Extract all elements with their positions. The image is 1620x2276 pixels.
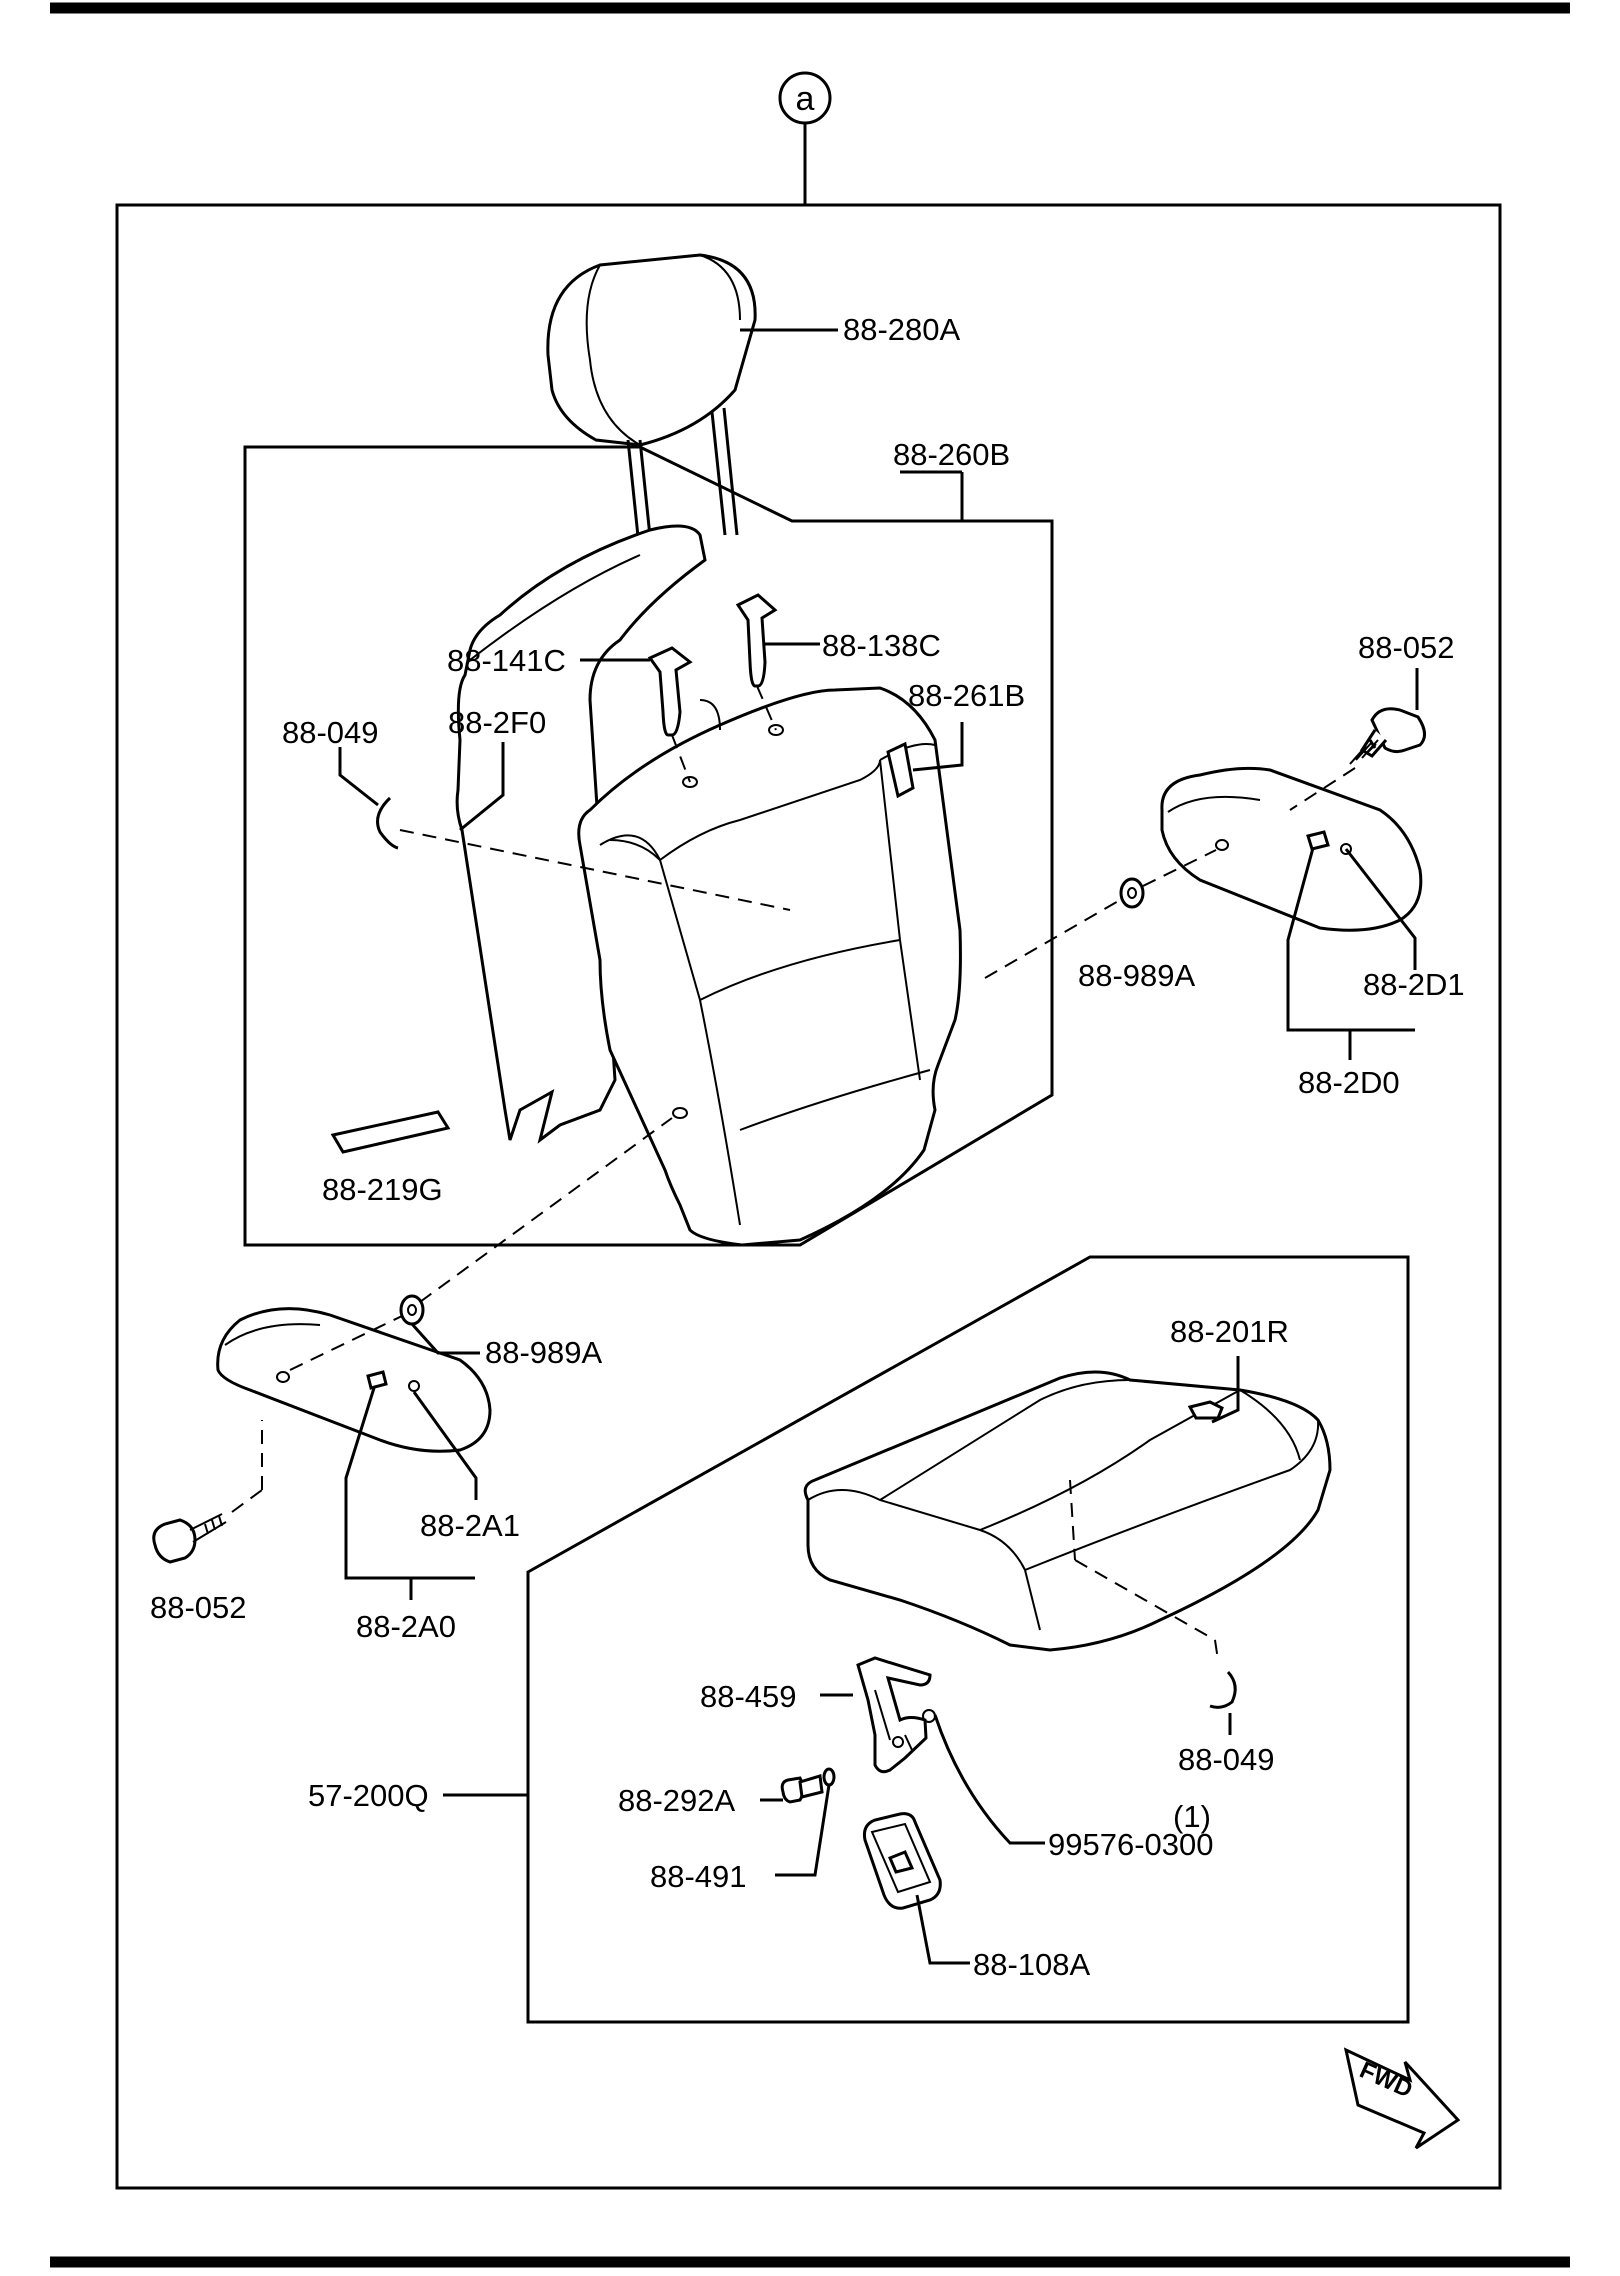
label-88-280a: 88-280A <box>843 312 961 347</box>
seat-cushion <box>803 1370 1332 1661</box>
label-88-989a-left: 88-989A <box>485 1335 603 1370</box>
headrest-guide-138c <box>735 593 778 688</box>
headrest-guide-141c <box>647 646 693 737</box>
cushion-group-frame <box>526 1255 1410 2024</box>
label-88-108a: 88-108A <box>973 1947 1091 1982</box>
cover-108a <box>863 1812 942 1910</box>
label-88-052-left: 88-052 <box>150 1590 247 1625</box>
label-88-2a0: 88-2A0 <box>356 1609 456 1644</box>
washer-989a-left <box>399 1294 425 1326</box>
washer-989a-right <box>1119 877 1145 909</box>
armrest-left <box>216 1307 492 1453</box>
outer-frame <box>115 203 1502 2190</box>
latch-bracket <box>856 1656 936 1774</box>
label-88-989a-right: 88-989A <box>1078 958 1196 993</box>
label-88-2d1: 88-2D1 <box>1363 967 1465 1002</box>
leader-lines <box>338 328 1419 1965</box>
label-88-2a1: 88-2A1 <box>420 1508 520 1543</box>
label-qty: (1) <box>1173 1799 1211 1834</box>
label-88-201r: 88-201R <box>1170 1314 1289 1349</box>
label-88-049-bottom: 88-049 <box>1178 1742 1275 1777</box>
label-88-141c: 88-141C <box>447 643 566 678</box>
clip-049-top <box>376 796 399 850</box>
bolt-292a <box>780 1774 824 1804</box>
washer-491 <box>822 1767 836 1787</box>
bolt-052-left <box>152 1513 227 1564</box>
callout-marker: a <box>778 71 832 205</box>
clip-049-bottom <box>1209 1670 1237 1709</box>
label-57-200q: 57-200Q <box>308 1778 429 1813</box>
label-88-2d0: 88-2D0 <box>1298 1065 1400 1100</box>
label-88-049-top: 88-049 <box>282 715 379 750</box>
pad-219g <box>330 1110 451 1154</box>
armrest-right <box>1160 766 1423 932</box>
label-88-260b: 88-260B <box>893 437 1010 472</box>
seatback-group-frame <box>243 445 1054 1247</box>
label-88-219g: 88-219G <box>322 1172 443 1207</box>
part-labels: 88-280A 88-260B 88-141C 88-138C 88-261B … <box>150 312 1465 1982</box>
label-88-2f0: 88-2F0 <box>448 705 546 740</box>
label-88-138c: 88-138C <box>822 628 941 663</box>
back-cushion <box>577 686 962 1247</box>
label-88-052-right: 88-052 <box>1358 630 1455 665</box>
label-88-292a: 88-292A <box>618 1783 736 1818</box>
label-88-261b: 88-261B <box>908 678 1025 713</box>
callout-label: a <box>796 80 815 118</box>
label-88-491: 88-491 <box>650 1859 747 1894</box>
label-99576-0300: 99576-0300 <box>1048 1827 1214 1862</box>
bolt-052-right <box>1349 707 1426 765</box>
headrest <box>546 253 757 576</box>
label-88-459: 88-459 <box>700 1679 797 1714</box>
fwd-arrow-icon: FWD <box>1343 2047 1461 2150</box>
